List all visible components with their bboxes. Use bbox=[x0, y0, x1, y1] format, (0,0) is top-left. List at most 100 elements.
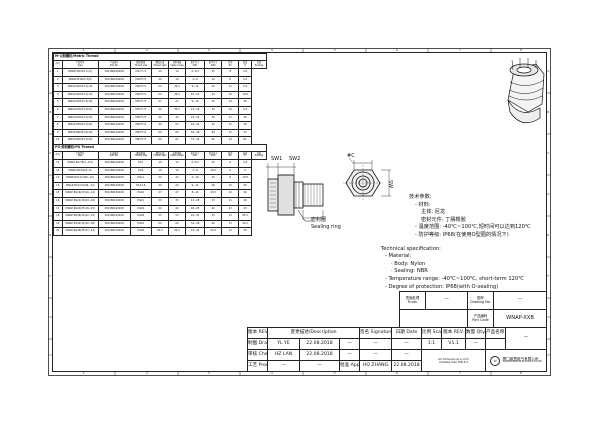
notes-cn-temp: - 温度范围: -40℃~100℃,短时间可以达到120℃ bbox=[415, 224, 531, 231]
date-col-header: 日期 Date bbox=[391, 327, 423, 339]
blank-cell: — bbox=[338, 338, 361, 350]
notes-cn-ip: - 防护等级: IP68(在使用O型圈的情况下) bbox=[415, 231, 509, 238]
finish-value: — bbox=[425, 291, 468, 310]
notes-cn-body: 主体: 尼龙 bbox=[421, 209, 446, 216]
part-name-label: 产品名称 Part Name bbox=[485, 327, 507, 339]
zone-number: 8 bbox=[520, 371, 522, 375]
approved-date: 22.08.2018 bbox=[391, 360, 423, 372]
drawn-date: 22.08.2018 bbox=[299, 338, 340, 350]
zone-number: 7 bbox=[459, 371, 461, 375]
scale-value: 1:1 bbox=[421, 338, 443, 350]
table-column-header: 包装 Pcs/bag bbox=[251, 60, 267, 69]
notes-cn-title: 技术参数: bbox=[409, 194, 432, 200]
blank-cell: — bbox=[359, 338, 393, 350]
sw1-dimension-label: SW1 bbox=[271, 156, 283, 162]
gland-3d-view bbox=[507, 58, 545, 124]
table-column-header: 螺纹规格 Thread size bbox=[129, 60, 152, 69]
zone-number: 1 bbox=[83, 48, 85, 52]
company-logo-icon: W bbox=[490, 355, 501, 366]
sealing-ring-cn-label: 密封圈 bbox=[311, 217, 327, 223]
blank-cell bbox=[485, 338, 507, 350]
blank-cell: — bbox=[338, 349, 361, 361]
zone-letter: F bbox=[547, 275, 550, 278]
zone-number: 7 bbox=[459, 48, 461, 52]
zone-letter: C bbox=[547, 152, 550, 155]
zone-number: 1 bbox=[83, 371, 85, 375]
table-cell: 37~44 bbox=[185, 227, 206, 236]
notes-en-seal: · Sealing: NBR bbox=[391, 268, 428, 275]
table-cell: 58 bbox=[238, 227, 252, 236]
zone-letter: A bbox=[49, 70, 52, 73]
drawing-no-value: — bbox=[493, 291, 547, 310]
notes-en-body: · Body: Nylon bbox=[391, 260, 426, 267]
zone-letter: F bbox=[49, 275, 52, 278]
company-name-cn: 厦门维恩电气有限公司 bbox=[502, 356, 539, 361]
company-name-en: XIAMEN WAIN ELECTRICAL CO.LTD bbox=[502, 360, 542, 364]
zone-number: 2 bbox=[146, 48, 148, 52]
scale-label: 比例 Scale bbox=[421, 327, 443, 339]
notes-en-material: - Material: bbox=[385, 253, 412, 260]
notes-en-ip: - Degree of protection: IP68(with O-seal… bbox=[385, 283, 499, 290]
blank-cell: — bbox=[359, 349, 393, 361]
blank-cell bbox=[399, 309, 468, 328]
table-column-header: 产品型号 Type bbox=[61, 60, 99, 69]
zone-number: 8 bbox=[520, 48, 522, 52]
zone-letter: G bbox=[547, 316, 550, 319]
zone-letter: C bbox=[49, 152, 52, 155]
table-cell: WNAP-PG48(45)37~44) bbox=[61, 227, 99, 236]
zone-letter: B bbox=[49, 111, 52, 114]
qty-value: — bbox=[465, 338, 487, 350]
zone-number: 5 bbox=[334, 48, 336, 52]
sw2-dimension-label: SW2 bbox=[289, 156, 301, 162]
zone-number: 3 bbox=[208, 371, 210, 375]
zone-number: 6 bbox=[396, 48, 398, 52]
process-label: 工艺 Process bbox=[247, 360, 268, 372]
diameter-c-label: #C bbox=[347, 153, 355, 159]
zone-letter: A bbox=[547, 70, 550, 73]
process-date: — bbox=[299, 360, 340, 372]
table-column-header: 扳手尺寸 SW1 bbox=[185, 60, 206, 69]
gland-top-view bbox=[343, 157, 391, 201]
rev-value: V1.1 bbox=[441, 338, 467, 350]
signature-col-header: 签名 Signature bbox=[359, 327, 393, 339]
zone-letter: G bbox=[49, 316, 52, 319]
table-column-header: 螺纹规格 Thread size bbox=[129, 150, 152, 160]
zone-number: 5 bbox=[334, 371, 336, 375]
zone-letter: D bbox=[547, 193, 550, 196]
zone-letter: B bbox=[547, 111, 550, 114]
qty-label: 数量 Qty. bbox=[465, 327, 487, 339]
rev-label: 版本 REV. bbox=[441, 327, 467, 339]
finish-label: 表面处理 Finish bbox=[399, 291, 426, 310]
notes-cn-seal: 密封元件: 丁腈橡胶 bbox=[421, 216, 466, 223]
zone-number: 2 bbox=[146, 371, 148, 375]
approved-name: HQ ZHANG bbox=[359, 360, 393, 372]
zone-letter: H bbox=[49, 354, 52, 357]
sealing-ring-en-label: Sealing ring bbox=[311, 224, 341, 230]
sw-dimension-label: SW bbox=[387, 180, 393, 189]
zone-letter: H bbox=[547, 354, 550, 357]
title-block: 版本 REV. 变更描述/Description 签名 Signature 日期… bbox=[247, 327, 548, 372]
approved-label: 批准 Approved bbox=[338, 360, 361, 372]
table-column-header: 扳手尺寸 SW1 bbox=[185, 150, 206, 160]
company-logo-block: W 厦门维恩电气有限公司 XIAMEN WAIN ELECTRICAL CO.L… bbox=[485, 349, 548, 372]
blank-cell: — bbox=[391, 349, 423, 361]
zone-letter: D bbox=[49, 193, 52, 196]
part-code-label: 产品编码 Part Code bbox=[467, 309, 494, 328]
table-cell: PG48 bbox=[129, 227, 152, 236]
description-col-header: 变更描述/Description bbox=[266, 327, 361, 339]
drawing-no-label: 图号 Drawing No. bbox=[467, 291, 494, 310]
notes-en-title: Technical specification: bbox=[381, 245, 441, 252]
drawn-name: YL YE bbox=[267, 338, 300, 350]
notes-cn-material: - 材料: bbox=[415, 201, 431, 208]
process-name: — bbox=[267, 360, 300, 372]
checked-date: 22.08.2018 bbox=[299, 349, 340, 361]
